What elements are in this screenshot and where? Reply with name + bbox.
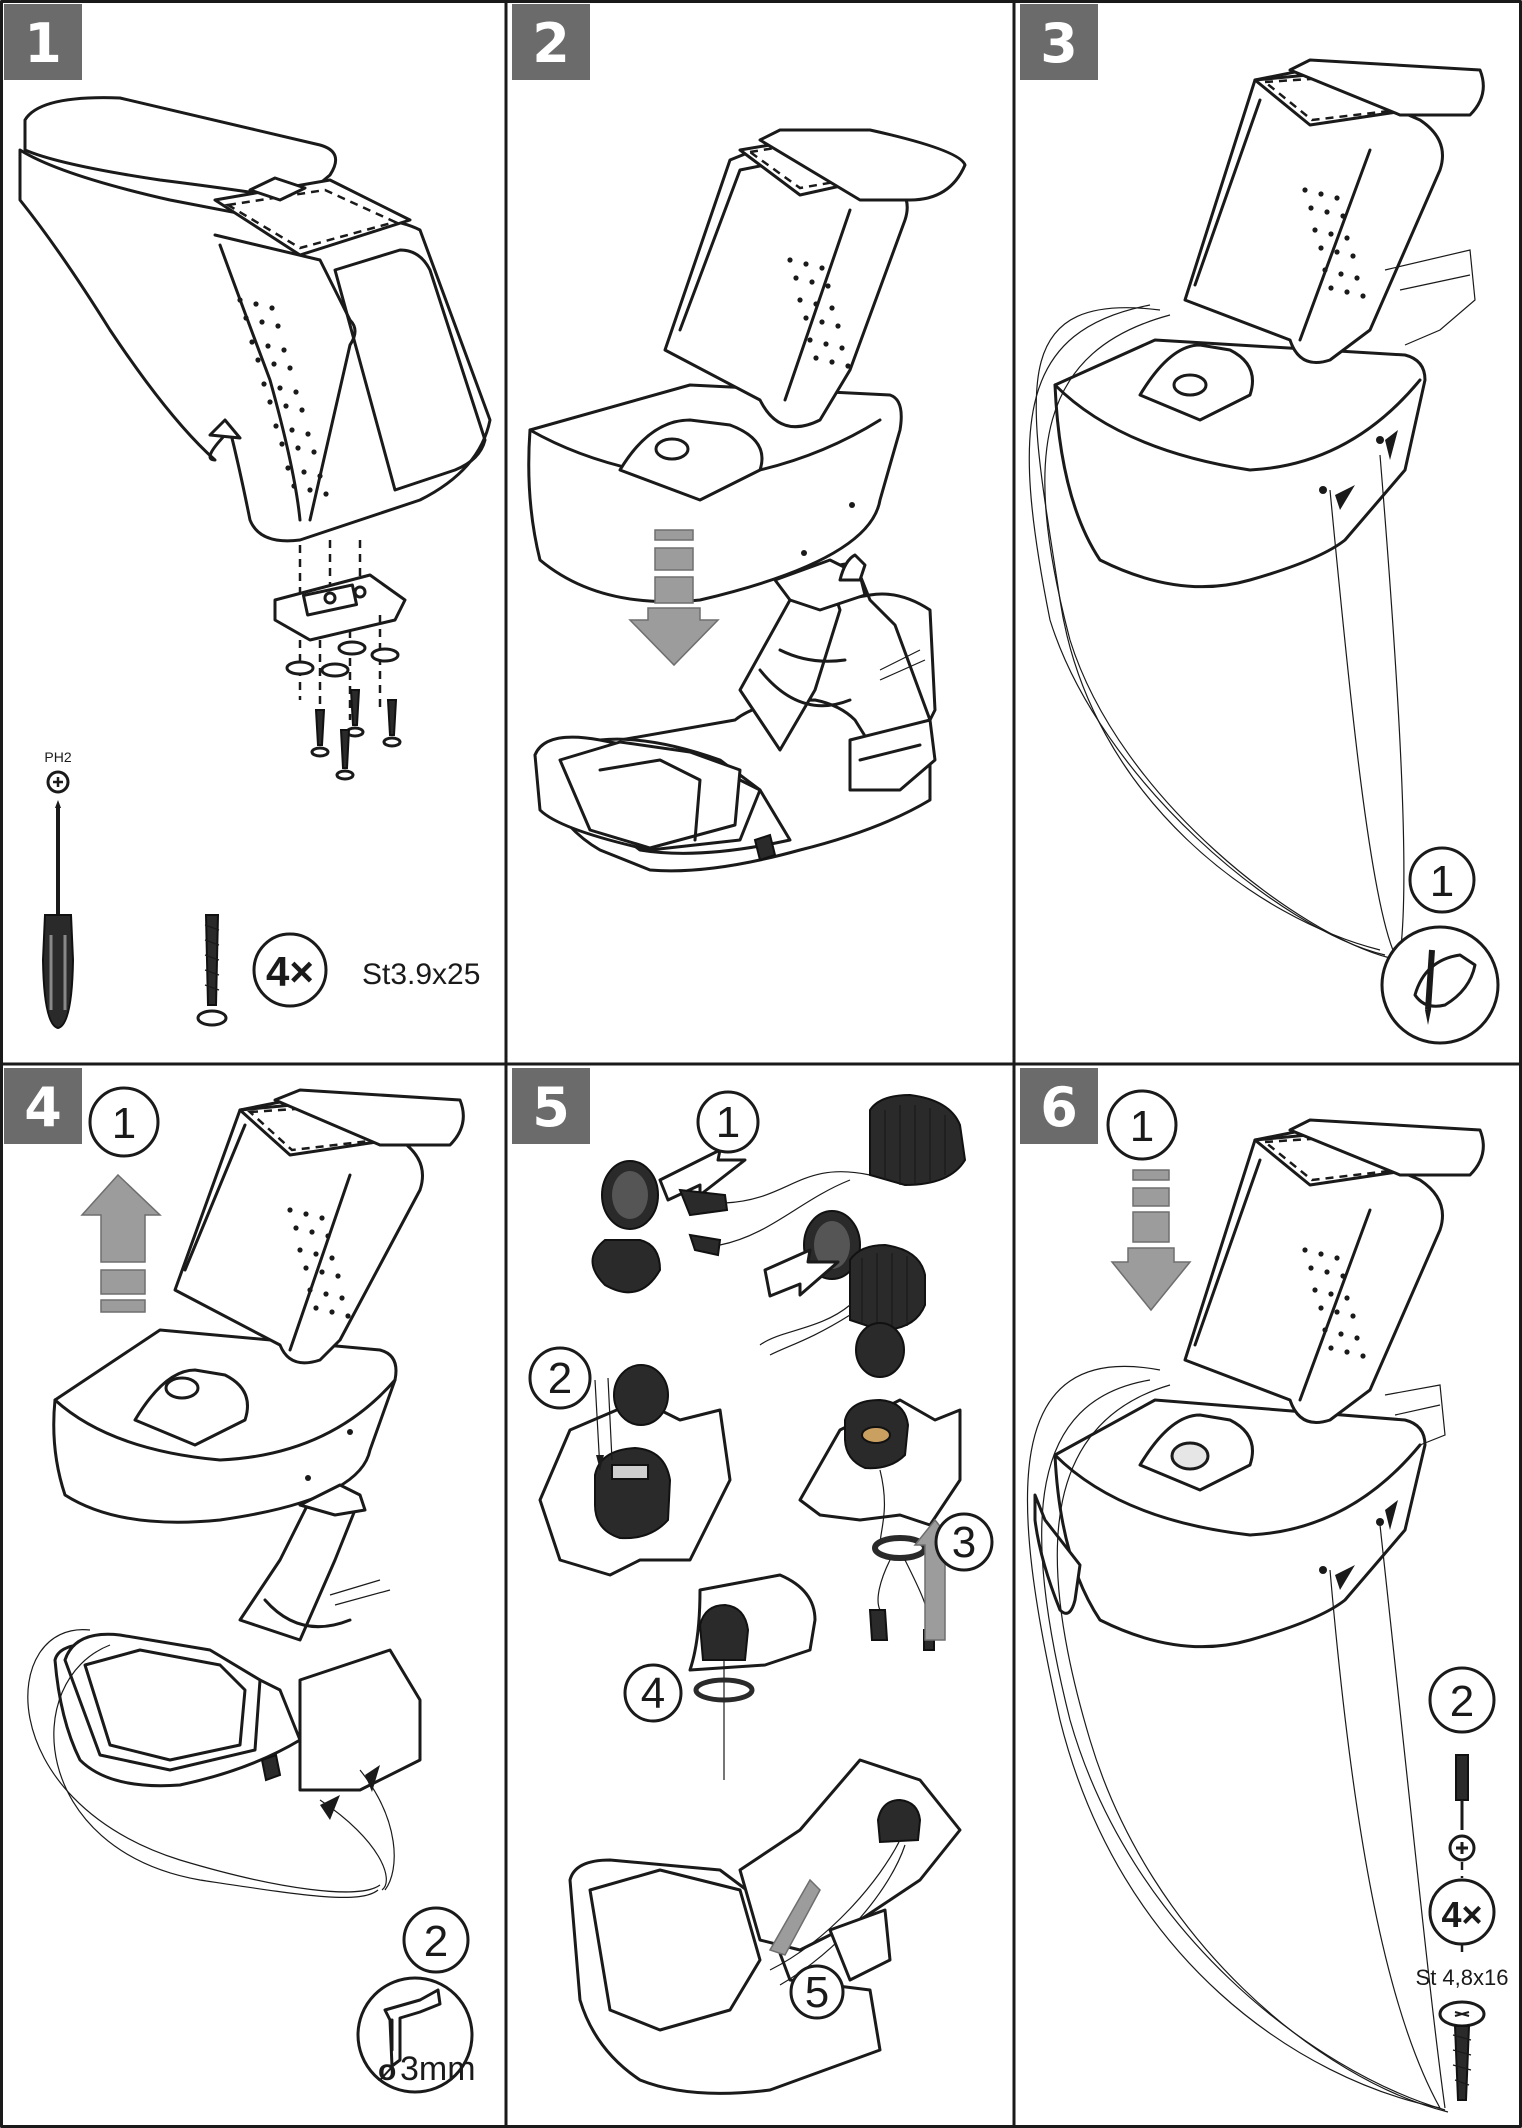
callout-3: 3 xyxy=(934,1512,994,1572)
socket-parts xyxy=(591,1093,967,1356)
step-number-3: 3 xyxy=(1040,12,1078,75)
armrest-illustration xyxy=(1053,58,1485,589)
svg-text:1: 1 xyxy=(1130,1102,1154,1151)
svg-text:5: 5 xyxy=(805,1968,829,2017)
step-badge-1 xyxy=(4,4,82,80)
drill-diameter-symbol: ø xyxy=(378,2054,397,2087)
panel-3: 3 xyxy=(1020,4,1500,1045)
callout-2: 2 xyxy=(402,1906,470,1974)
step-badge-4 xyxy=(4,1068,82,1144)
center-console-illustration xyxy=(533,553,937,873)
bit-size-label: PH2 xyxy=(44,749,71,765)
step-number-4: 4 xyxy=(24,1076,62,1139)
callout-5: 5 xyxy=(789,1964,845,2020)
callout-1: 1 xyxy=(88,1086,160,1158)
svg-text:3: 3 xyxy=(952,1518,976,1567)
panel-6: 6 1 xyxy=(1020,1068,1509,2113)
svg-text:2: 2 xyxy=(1450,1677,1474,1726)
armrest-illustration xyxy=(18,96,492,543)
step-number-5: 5 xyxy=(532,1076,570,1139)
svg-text:1: 1 xyxy=(112,1099,136,1148)
arrow-up-icon xyxy=(80,1173,162,1313)
step-badge-2 xyxy=(512,4,590,80)
step-badge-5 xyxy=(512,1068,590,1144)
svg-text:4: 4 xyxy=(641,1669,665,1718)
arrow-down-icon xyxy=(1110,1169,1192,1312)
armrest-illustration xyxy=(52,1088,465,1524)
marking-pen-icon xyxy=(1380,925,1500,1045)
screw-set-icon xyxy=(310,689,402,781)
phillips-bit-icon xyxy=(1448,1834,1476,1862)
screw-icon xyxy=(196,914,228,1027)
screw-icon xyxy=(1438,2000,1486,2101)
svg-text:1: 1 xyxy=(716,1098,740,1147)
phillips-bit-icon xyxy=(46,770,70,794)
step-number-2: 2 xyxy=(532,12,570,75)
socket-install-left xyxy=(538,1364,732,1577)
screwdriver-icon xyxy=(1455,1754,1469,1830)
marking-guides xyxy=(1028,304,1405,959)
callout-2: 2 xyxy=(1428,1666,1496,1734)
panel-5: 5 1 xyxy=(512,1068,994,2095)
screw-spec-label: St3.9x25 xyxy=(362,958,480,991)
console-wiring xyxy=(568,1758,962,2095)
svg-text:2: 2 xyxy=(424,1917,448,1966)
panel-1: 1 xyxy=(4,4,492,1030)
screw-quantity: 4× xyxy=(266,948,314,995)
panel-4: 4 1 xyxy=(4,1068,476,2094)
callout-1: 1 xyxy=(1106,1089,1178,1161)
callout-1: 1 xyxy=(696,1090,760,1154)
armrest-illustration xyxy=(1033,1118,1485,1649)
screw-guides xyxy=(1026,1365,1449,2113)
callout-4: 4 xyxy=(623,1663,683,1723)
screw-quantity: 4× xyxy=(1441,1894,1482,1935)
panel-2: 2 xyxy=(512,4,967,873)
mounting-bracket xyxy=(273,540,407,740)
nut-install xyxy=(688,1573,817,1780)
center-console-illustration xyxy=(27,1483,422,1899)
svg-text:1: 1 xyxy=(1430,857,1454,906)
svg-text:2: 2 xyxy=(548,1354,572,1403)
quantity-badge: 4× xyxy=(252,932,328,1008)
step-number-1: 1 xyxy=(24,12,62,75)
drill-bit-icon xyxy=(356,1976,474,2094)
quantity-badge: 4× xyxy=(1428,1878,1496,1946)
screw-spec-label: St 4,8x16 xyxy=(1416,1965,1509,1990)
drill-size-label: 3mm xyxy=(400,2050,476,2088)
callout-2: 2 xyxy=(528,1346,592,1410)
step-badge-3 xyxy=(1020,4,1098,80)
step-number-6: 6 xyxy=(1040,1076,1078,1139)
step-badge-6 xyxy=(1020,1068,1098,1144)
callout-1: 1 xyxy=(1408,846,1476,914)
screwdriver-icon xyxy=(41,800,75,1030)
arrow-down-icon xyxy=(628,529,720,667)
armrest-illustration xyxy=(527,128,967,604)
